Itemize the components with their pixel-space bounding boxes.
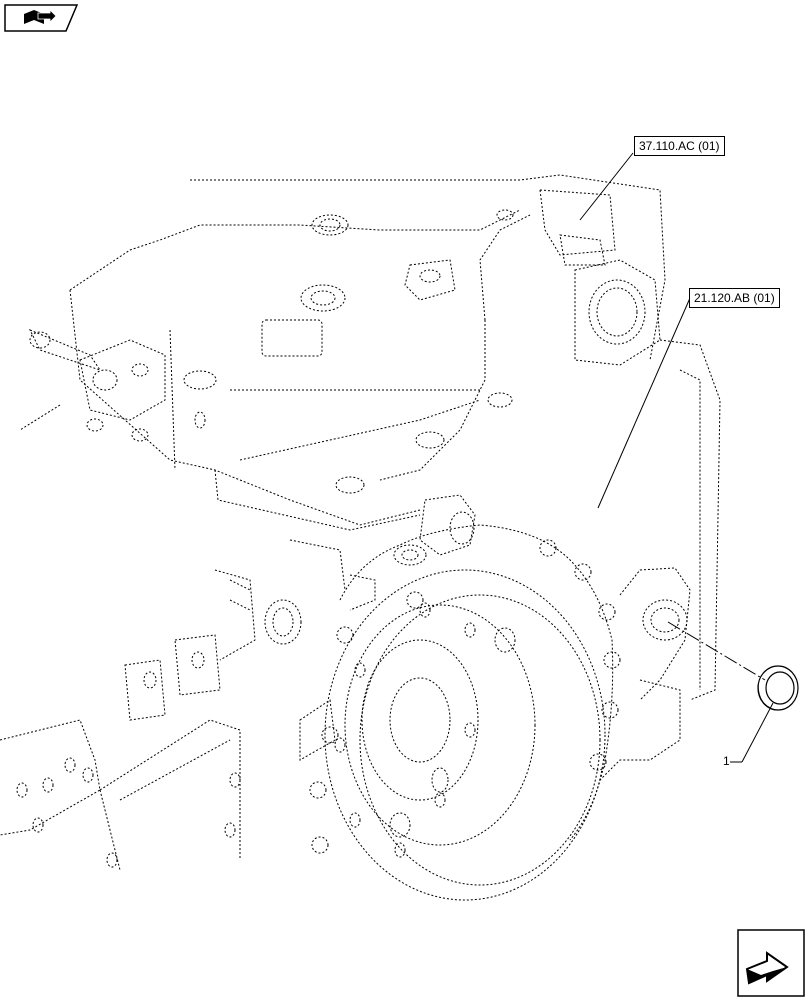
next-page-arrow-icon[interactable] bbox=[737, 929, 805, 997]
part-number-1: 1 bbox=[723, 754, 730, 768]
reference-box-37-110-ac[interactable]: 37.110.AC (01) bbox=[634, 136, 725, 156]
book-with-arrow-icon[interactable] bbox=[4, 4, 78, 32]
centerline bbox=[667, 621, 766, 681]
reference-box-21-120-ab[interactable]: 21.120.AB (01) bbox=[689, 288, 780, 308]
seal-part bbox=[757, 665, 799, 711]
